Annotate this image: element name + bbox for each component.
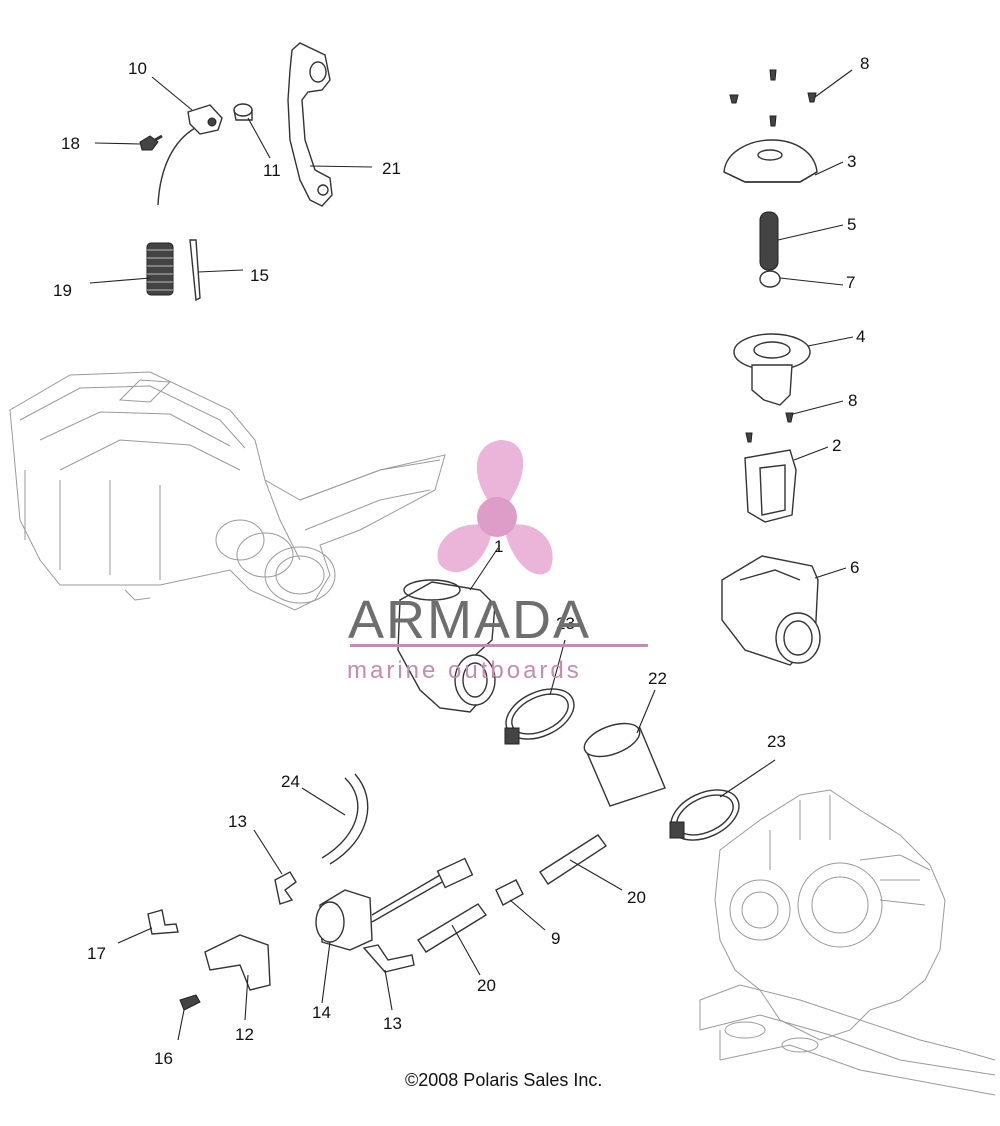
callout-8-lower: 8: [848, 391, 857, 410]
fitting-13-top: [274, 871, 297, 905]
body-6: [721, 555, 821, 666]
hose-24: [321, 773, 369, 865]
clamp-23-left: [504, 688, 575, 745]
watermark-brand: ARMADA: [348, 590, 591, 650]
bracket-21: [287, 42, 333, 207]
callout-24: 24: [281, 772, 300, 791]
armada-watermark: ARMADA marine outboards: [347, 440, 648, 684]
callout-9: 9: [551, 929, 560, 948]
coupler-22: [583, 722, 666, 807]
callout-4: 4: [856, 327, 865, 346]
callout-11: 11: [263, 161, 281, 180]
callout-18: 18: [61, 134, 80, 153]
callout-20-right: 20: [627, 888, 646, 907]
slide-2: [744, 449, 797, 523]
filter-9: [495, 879, 524, 906]
bolt-17: [147, 909, 179, 935]
hose-20-lower: [417, 903, 488, 953]
airbox-assembly-outline: [9, 371, 446, 611]
propeller-logo-icon: [437, 440, 553, 575]
screws-8-lower: [745, 412, 794, 443]
screw-18: [139, 134, 163, 151]
strap-15: [189, 239, 201, 302]
hose-20-upper: [539, 834, 607, 885]
engine-block-outline: [699, 789, 996, 1096]
callout-6: 6: [850, 558, 859, 577]
copyright-notice: ©2008 Polaris Sales Inc.: [405, 1070, 602, 1090]
callout-14: 14: [312, 1003, 331, 1022]
callout-labels: 10 18 11 21 19 15 8 3 5 7 4 8 2 6 1 23 2…: [53, 54, 869, 1068]
callout-22: 22: [648, 669, 667, 688]
callout-16: 16: [154, 1049, 173, 1068]
callout-17: 17: [87, 944, 106, 963]
callout-3: 3: [847, 152, 856, 171]
callout-10: 10: [128, 59, 147, 78]
callout-2: 2: [832, 436, 841, 455]
screws-8-top: [729, 69, 817, 127]
bracket-12: [204, 934, 271, 991]
callout-13-bottom: 13: [383, 1014, 402, 1033]
callout-7: 7: [846, 273, 855, 292]
callout-15: 15: [250, 266, 269, 285]
callout-20-lower: 20: [477, 976, 496, 995]
callout-5: 5: [847, 215, 856, 234]
diaphragm-4: [733, 333, 811, 406]
seal-7: [759, 270, 781, 288]
solenoid-14: [315, 857, 474, 951]
sensor-10: [157, 104, 223, 206]
callout-23-left: 23: [556, 614, 575, 633]
leader-lines: [89, 69, 854, 1041]
watermark-rule: [350, 644, 648, 647]
clamp-23-right: [669, 789, 740, 841]
fitting-13-bottom: [362, 944, 415, 973]
cover-3: [723, 139, 818, 183]
plug-11: [233, 103, 253, 121]
screw-16: [179, 994, 201, 1011]
callout-21: 21: [382, 159, 401, 178]
spring-5: [759, 211, 779, 271]
watermark-tagline: marine outboards: [347, 657, 582, 684]
callout-23-right: 23: [767, 732, 786, 751]
callout-8-top: 8: [860, 54, 869, 73]
callout-13-top: 13: [228, 812, 247, 831]
callout-1: 1: [494, 537, 503, 556]
callout-12: 12: [235, 1025, 254, 1044]
boot-19: [146, 242, 174, 296]
callout-19: 19: [53, 281, 72, 300]
